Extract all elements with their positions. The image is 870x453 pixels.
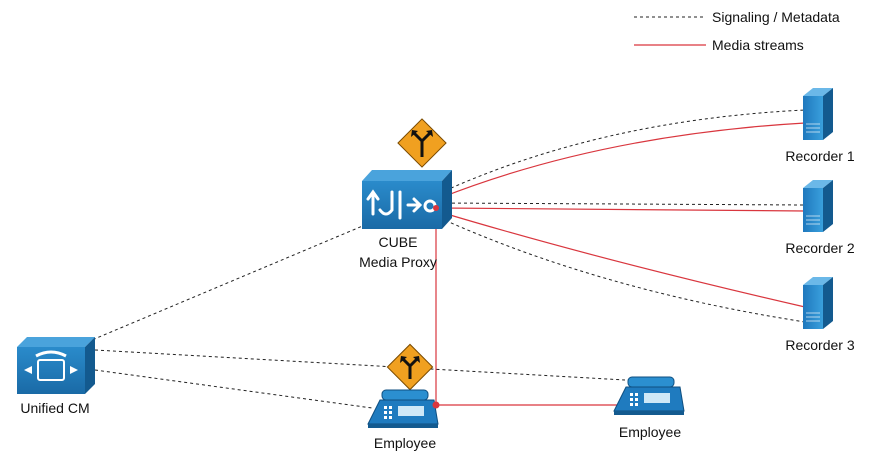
- signaling-ucm-employee-right: [94, 349, 626, 381]
- signaling-ucm-employee-left: [94, 369, 373, 409]
- media-proxy-icon: [362, 170, 452, 229]
- signaling-cube-ucm: [91, 221, 373, 341]
- server-icon: [803, 277, 833, 329]
- employee-left-label: Employee: [374, 435, 436, 451]
- cube-label-line1: CUBE: [379, 234, 418, 250]
- media-cube-recorder3: [439, 211, 806, 308]
- cube-label-line2: Media Proxy: [359, 254, 437, 270]
- call-manager-icon: [17, 337, 95, 394]
- media-endpoint-dot: [432, 401, 440, 409]
- legend-signaling-label: Signaling / Metadata: [712, 9, 840, 25]
- legend-media-label: Media streams: [712, 37, 804, 53]
- recorder2-label: Recorder 2: [785, 240, 854, 256]
- legend: Signaling / Metadata Media streams: [634, 9, 840, 53]
- server-icon: [803, 88, 833, 140]
- signaling-cube-recorder1: [439, 109, 806, 194]
- media-links: [435, 122, 806, 406]
- signaling-cube-recorder3: [439, 217, 806, 323]
- recorder3-label: Recorder 3: [785, 337, 854, 353]
- employee-right-label: Employee: [619, 424, 681, 440]
- signaling-links: [91, 109, 806, 409]
- ip-phone-icon: [367, 389, 439, 428]
- recorder1-label: Recorder 1: [785, 148, 854, 164]
- ucm-label: Unified CM: [20, 400, 89, 416]
- route-sign-icon: [386, 343, 434, 391]
- ip-phone-icon: [613, 376, 685, 415]
- media-cube-recorder2: [439, 207, 806, 212]
- media-cube-recorder1: [439, 122, 806, 199]
- route-sign-icon: [397, 118, 447, 168]
- server-icon: [803, 180, 833, 232]
- signaling-cube-recorder2: [439, 202, 806, 206]
